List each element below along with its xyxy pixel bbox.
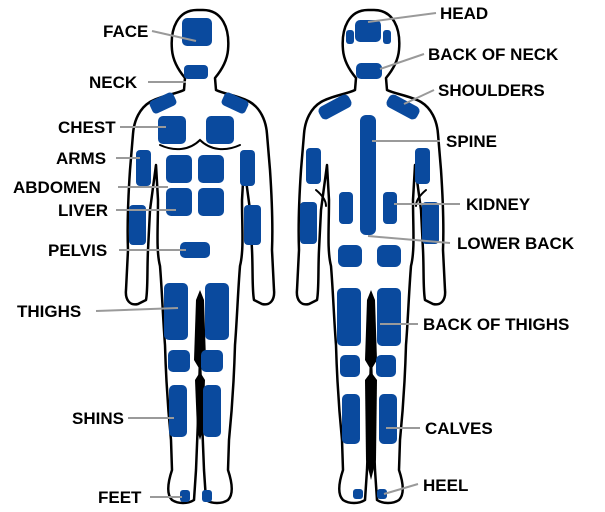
label-arms: ARMS <box>56 149 106 168</box>
back-forearm-pad-left <box>300 202 317 244</box>
label-back-of-neck: BACK OF NECK <box>428 45 559 64</box>
shin-pad-left <box>169 385 187 437</box>
thigh-pad-left <box>164 283 188 340</box>
label-shins: SHINS <box>72 409 124 428</box>
knee-pad-left <box>168 350 190 372</box>
back-knee-pad-left <box>340 355 360 377</box>
kidney-pad-right <box>383 192 397 224</box>
face-pad <box>182 18 212 46</box>
label-thighs: THIGHS <box>17 302 81 321</box>
label-head: HEAD <box>440 4 488 23</box>
label-feet: FEET <box>98 488 142 507</box>
chest-pad-right <box>206 116 234 144</box>
label-spine: SPINE <box>446 132 497 151</box>
label-back-of-thighs: BACK OF THIGHS <box>423 315 569 334</box>
calf-pad-left <box>342 394 360 444</box>
abdomen-pad-4 <box>198 188 224 216</box>
heel-pad-left <box>353 489 363 499</box>
forearm-pad-right <box>244 205 261 245</box>
shin-pad-right <box>203 385 221 437</box>
lower-back-pad-right <box>377 245 401 267</box>
back-upper-arm-pad-left <box>306 148 321 184</box>
abdomen-pad-3 <box>166 188 192 216</box>
back-figure <box>297 10 445 503</box>
label-abdomen: ABDOMEN <box>13 178 101 197</box>
foot-pad-right <box>202 490 212 502</box>
back-forearm-pad-right <box>422 202 439 244</box>
thigh-pad-right <box>205 283 229 340</box>
back-labels: HEAD BACK OF NECK SHOULDERS SPINE KIDNEY… <box>423 4 575 495</box>
label-calves: CALVES <box>425 419 493 438</box>
back-of-neck-pad <box>356 63 382 79</box>
abdomen-pad-1 <box>166 155 192 183</box>
label-kidney: KIDNEY <box>466 195 531 214</box>
back-knee-pad-right <box>376 355 396 377</box>
upper-arm-pad-left <box>136 150 151 186</box>
head-pad-side-right <box>383 30 391 44</box>
neck-pad <box>184 65 208 79</box>
label-pelvis: PELVIS <box>48 241 107 260</box>
label-heel: HEEL <box>423 476 468 495</box>
head-pad-side-left <box>346 30 354 44</box>
head-pad <box>355 20 381 42</box>
front-figure <box>126 10 274 503</box>
abdomen-pad-2 <box>198 155 224 183</box>
kidney-pad-left <box>339 192 353 224</box>
label-liver: LIVER <box>58 201 108 220</box>
label-neck: NECK <box>89 73 138 92</box>
knee-pad-right <box>201 350 223 372</box>
label-shoulders: SHOULDERS <box>438 81 545 100</box>
lower-back-pad-left <box>338 245 362 267</box>
label-face: FACE <box>103 22 148 41</box>
label-chest: CHEST <box>58 118 116 137</box>
back-upper-arm-pad-right <box>415 148 430 184</box>
back-thigh-pad-right <box>377 288 401 346</box>
spine-pad <box>360 115 376 235</box>
label-lower-back: LOWER BACK <box>457 234 575 253</box>
back-thigh-pad-left <box>337 288 361 346</box>
chest-pad-left <box>158 116 186 144</box>
calf-pad-right <box>379 394 397 444</box>
upper-arm-pad-right <box>240 150 255 186</box>
